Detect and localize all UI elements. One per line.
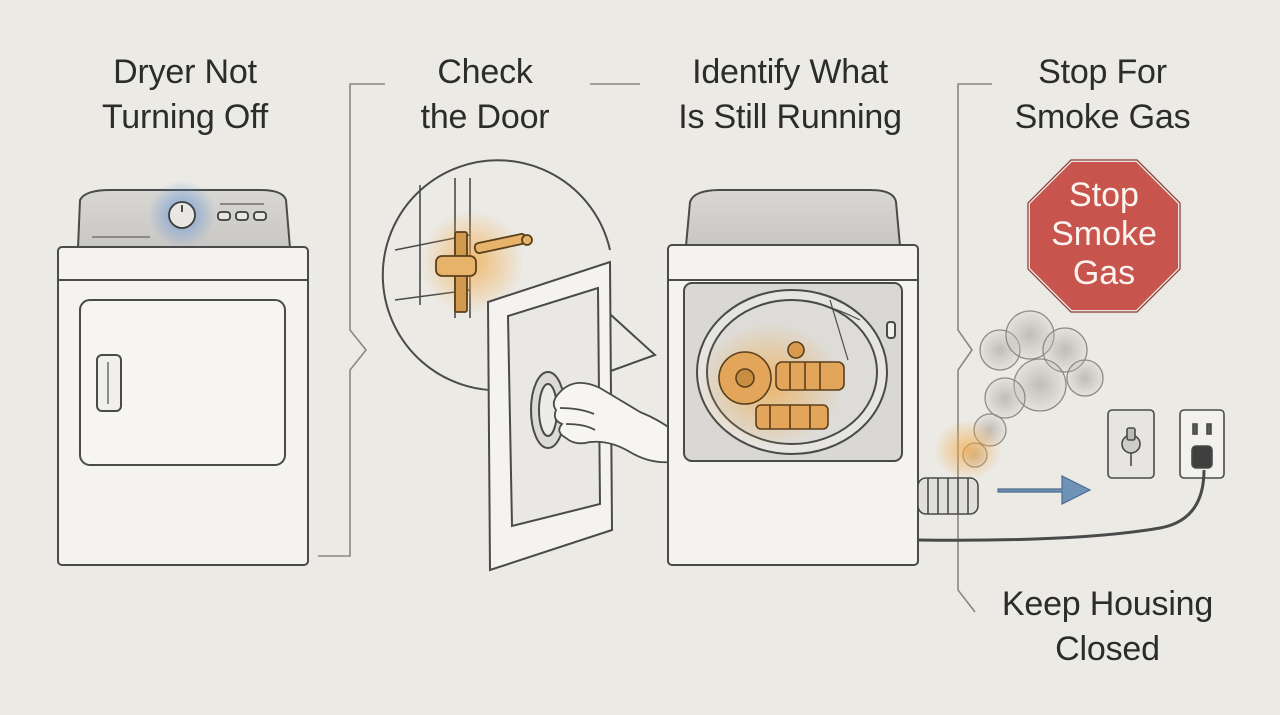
- keep-housing-closed-note: Keep Housing Closed: [1001, 585, 1214, 668]
- exhaust-glow: [934, 420, 1002, 480]
- exhaust-vent-hose: [917, 477, 979, 515]
- door-zoom-callout: [381, 159, 657, 392]
- dryer-icon: [57, 189, 309, 566]
- power-outlet-icon: [1179, 409, 1225, 479]
- bracket-3: [957, 83, 992, 613]
- bracket-1: [318, 83, 385, 557]
- step-title-dryer-not-turning-off: Dryer Not Turning Off: [102, 53, 268, 136]
- arrow-right-icon: [997, 475, 1092, 505]
- step-title-stop-for-smoke-gas: Stop For Smoke Gas: [1014, 53, 1191, 136]
- gas-valve-icon: [1107, 409, 1155, 479]
- hand-icon: [552, 382, 676, 464]
- dryer-control-dial: [168, 201, 267, 229]
- power-cord: [917, 469, 1206, 542]
- step-title-check-the-door: Check the Door: [420, 53, 550, 136]
- stop-sign-text: Stop Smoke Gas: [1051, 176, 1157, 292]
- connector-brackets: [318, 83, 992, 613]
- step-title-identify-what-is-still-running: Identify What Is Still Running: [678, 53, 902, 136]
- stop-sign-icon: [1026, 158, 1182, 314]
- door-latch-icon: [435, 231, 533, 313]
- motor-icon: [718, 341, 845, 430]
